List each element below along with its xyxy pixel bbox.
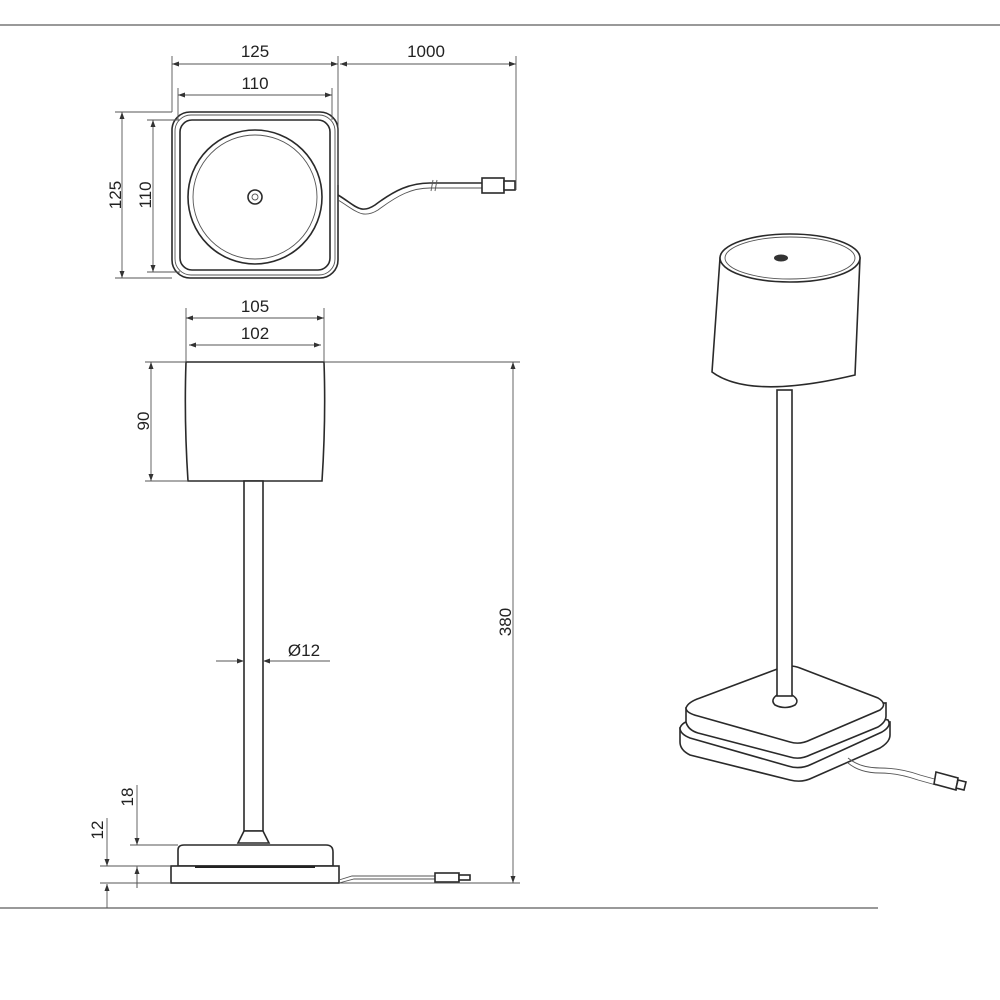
- lamp-shade-3d: [711, 257, 861, 388]
- dim-stem-diameter: Ø12: [288, 641, 320, 660]
- lamp-stem-3d: [776, 389, 793, 697]
- usb-connector: [481, 177, 505, 194]
- dim-top-inner-depth: 110: [136, 181, 155, 208]
- touch-button-3d-icon: [774, 254, 788, 262]
- dim-total-height: 380: [496, 608, 515, 636]
- dim-top-outer-width: 125: [241, 42, 269, 61]
- usb-cable: [337, 182, 482, 210]
- dim-base-lower-height: 12: [88, 821, 107, 840]
- dim-cable-length: 1000: [407, 42, 445, 61]
- dim-top-outer-depth: 125: [106, 181, 125, 209]
- top-view: 125 110 1000 125 110: [106, 42, 517, 279]
- usb-connector-3d: [933, 770, 959, 792]
- side-view: 105 102 90 380 Ø12 18 12: [88, 297, 520, 908]
- lamp-base-upper: [177, 844, 334, 867]
- dim-shade-height: 90: [134, 412, 153, 431]
- lamp-stem: [243, 480, 264, 832]
- dim-shade-outer-width: 105: [241, 297, 269, 316]
- charging-base: [170, 865, 340, 884]
- dim-top-inner-width: 110: [241, 74, 268, 93]
- cable-3d: [847, 757, 939, 786]
- perspective-view: [679, 233, 967, 792]
- lamp-shade: [184, 361, 326, 482]
- side-cable: [338, 875, 435, 884]
- touch-button-icon: [247, 189, 263, 205]
- dim-base-upper-height: 18: [118, 788, 137, 807]
- dim-shade-inner-width: 102: [241, 324, 269, 343]
